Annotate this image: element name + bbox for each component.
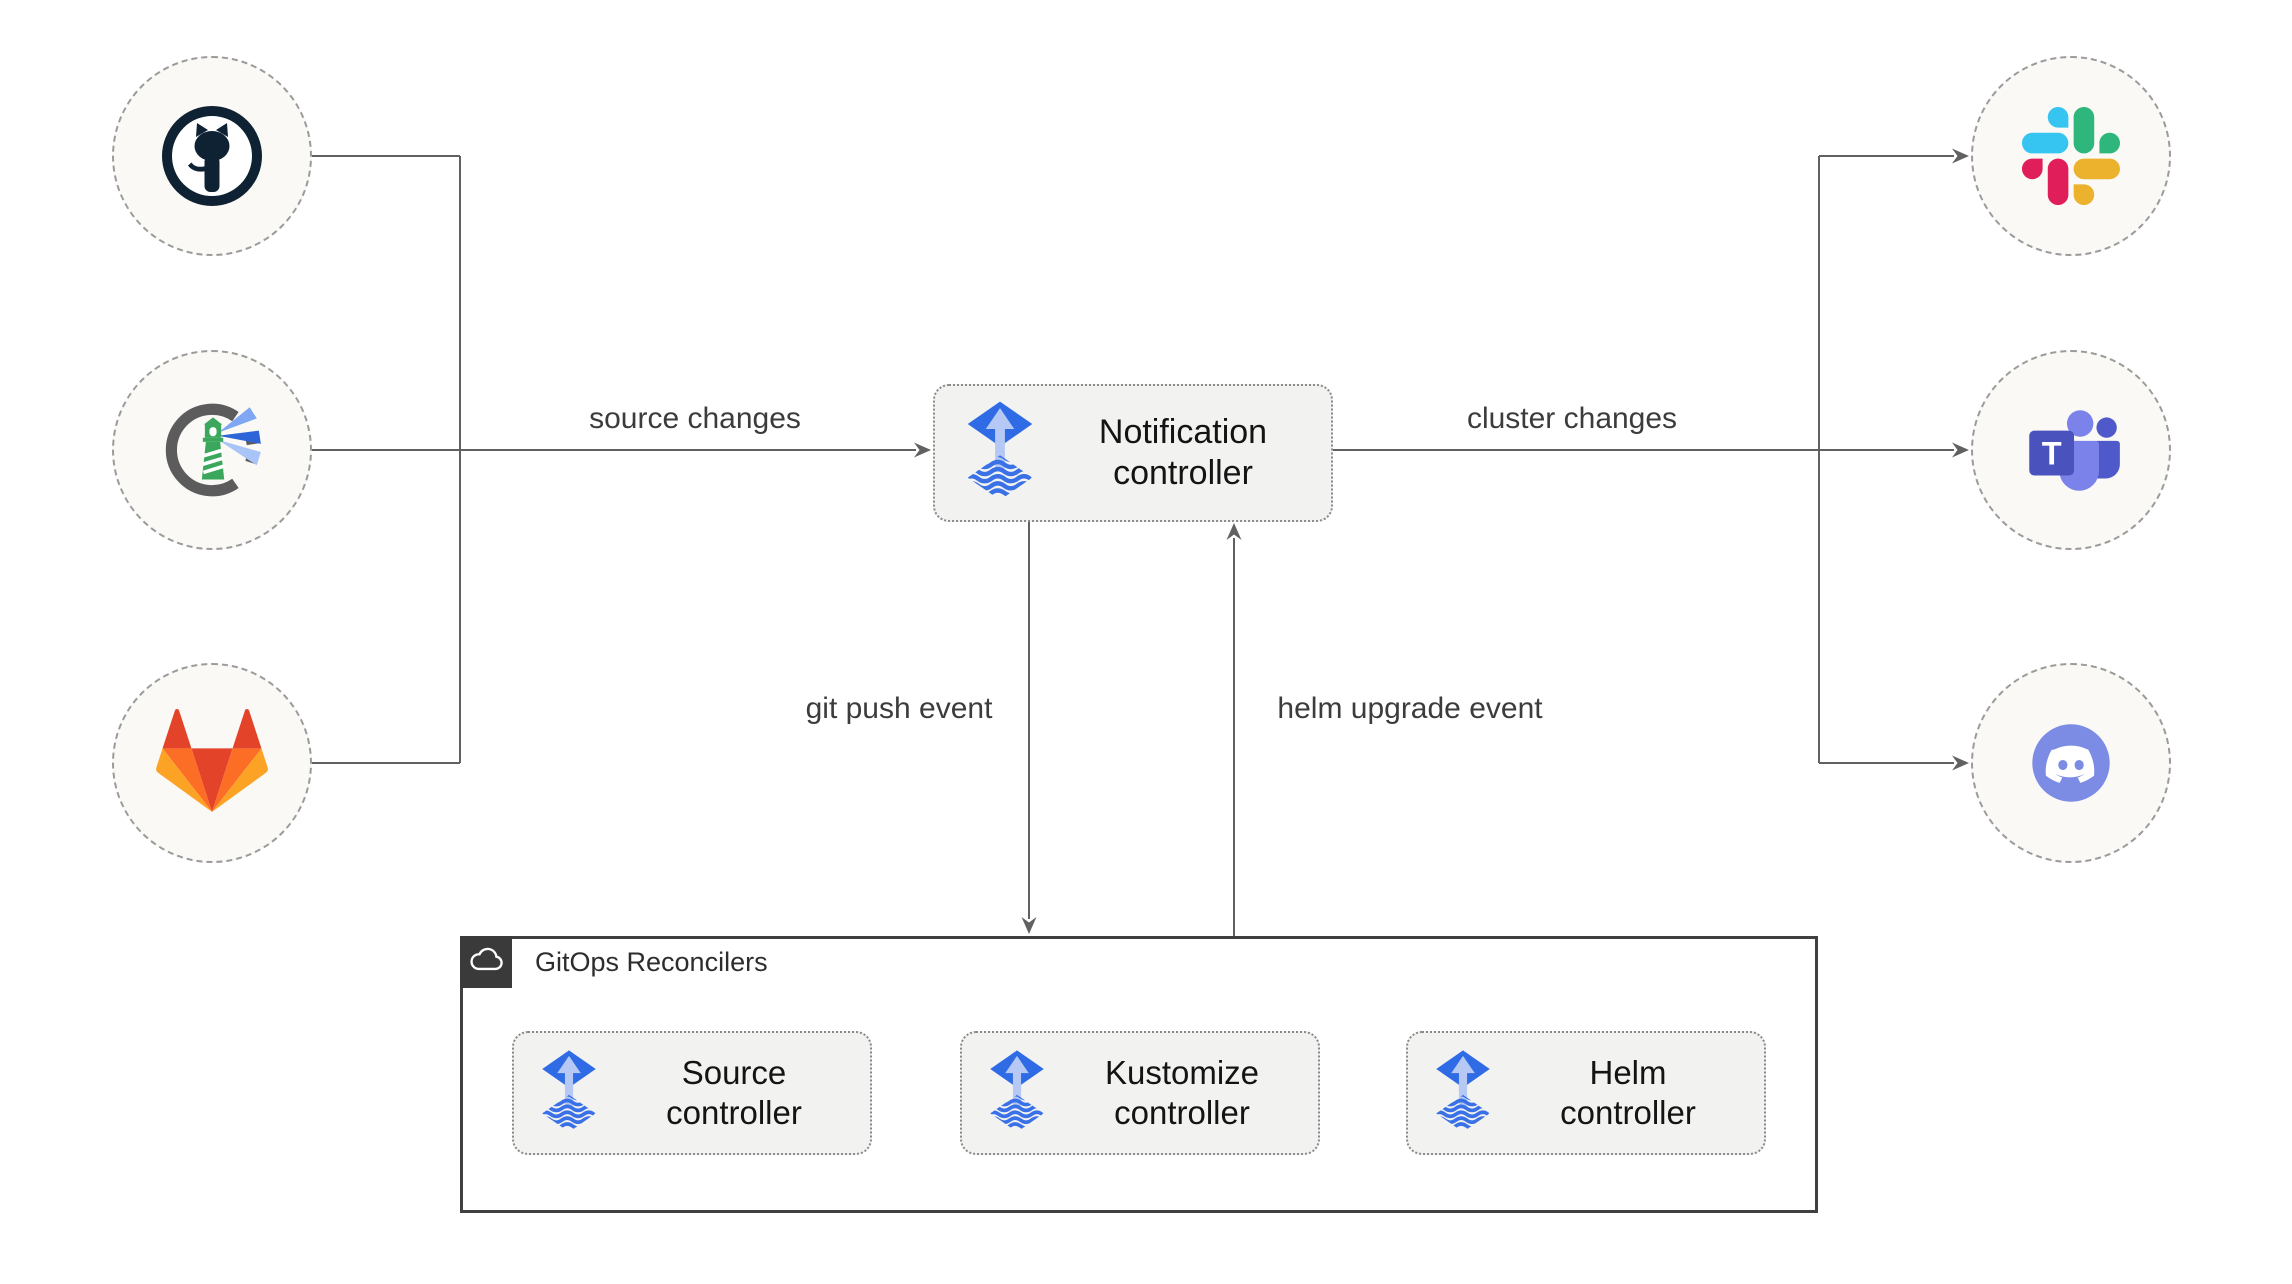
edge-label-cluster-changes: cluster changes (1466, 402, 1678, 435)
source-controller-text: Source controller (666, 1053, 802, 1131)
connector-notification-to-targets (1333, 155, 1954, 764)
node-slack (1971, 56, 2171, 256)
kustomize-controller-box: Kustomize controller (960, 1031, 1320, 1155)
node-gitlab (112, 663, 312, 863)
notification-controller-label: Notification controller (1035, 412, 1331, 495)
helm-controller-label: Helm controller (1492, 1053, 1764, 1134)
source-controller-box: Source controller (512, 1031, 872, 1155)
kustomize-controller-label: Kustomize controller (1046, 1053, 1318, 1134)
connector-sources-to-notification (312, 155, 916, 764)
edge-label-helm-upgrade-event: helm upgrade event (1277, 692, 1543, 725)
node-github (112, 56, 312, 256)
teams-monogram: T (2042, 435, 2062, 471)
slack-icon (2022, 107, 2120, 205)
helm-controller-box: Helm controller (1406, 1031, 1766, 1155)
harbor-icon (165, 403, 261, 497)
flux-icon (542, 1050, 596, 1130)
node-harbor (112, 350, 312, 550)
github-icon (162, 106, 262, 206)
microsoft-teams-icon: T (2029, 410, 2120, 491)
notification-controller-box: Notification controller (933, 384, 1333, 522)
node-discord (1971, 663, 2171, 863)
group-badge (460, 936, 512, 988)
cloud-icon (470, 947, 503, 971)
notification-controller-text: Notification controller (1098, 412, 1268, 492)
edge-label-source-changes: source changes (589, 402, 801, 435)
edge-label-git-push-event: git push event (805, 692, 993, 725)
flux-icon (990, 1050, 1044, 1130)
flux-icon (1436, 1050, 1490, 1130)
gitops-reconcilers-group: GitOps Reconcilers Source controller (460, 936, 1818, 1213)
node-teams: T (1971, 350, 2171, 550)
gitlab-icon (156, 709, 268, 812)
flux-icon (967, 401, 1033, 498)
group-title: GitOps Reconcilers (535, 946, 768, 977)
discord-icon (2032, 724, 2110, 802)
source-controller-label: Source controller (598, 1053, 870, 1134)
helm-controller-text: Helm controller (1560, 1053, 1696, 1131)
kustomize-controller-text: Kustomize controller (1104, 1053, 1260, 1131)
